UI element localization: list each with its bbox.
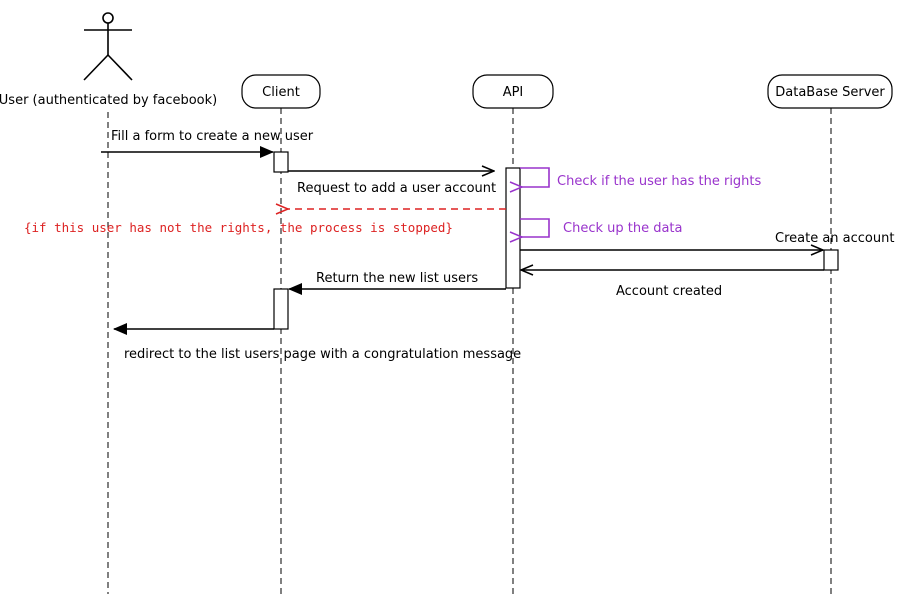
guard-note: {if this user has not the rights, the pr… (24, 220, 453, 235)
message-fill-form-label: Fill a form to create a new user (111, 129, 314, 144)
message-redirect-label: redirect to the list users page with a c… (124, 347, 521, 362)
message-account-created-label: Account created (616, 284, 722, 299)
activation-client-1 (273, 151, 289, 173)
activation-api (505, 167, 521, 289)
participant-client[interactable]: Client (241, 74, 321, 109)
activation-db (823, 249, 839, 271)
self-message-check-rights-label: Check if the user has the rights (557, 174, 762, 189)
self-message-check-data-label: Check up the data (563, 221, 683, 236)
participant-db-label: DataBase Server (775, 85, 885, 100)
participant-api[interactable]: API (472, 74, 554, 109)
participant-client-label: Client (262, 85, 300, 100)
actor-user-figure (83, 12, 133, 81)
message-create-account-label: Create an account (775, 231, 894, 246)
participant-user-label: User (authenticated by facebook) (0, 93, 217, 108)
self-message-check-rights-arrow (520, 167, 550, 187)
message-request-add-label: Request to add a user account (297, 181, 496, 196)
self-message-check-data-arrow (520, 218, 550, 237)
activation-client-2 (273, 288, 289, 330)
participant-api-label: API (503, 85, 524, 100)
participant-db[interactable]: DataBase Server (767, 74, 893, 109)
message-return-list-label: Return the new list users (316, 271, 478, 286)
